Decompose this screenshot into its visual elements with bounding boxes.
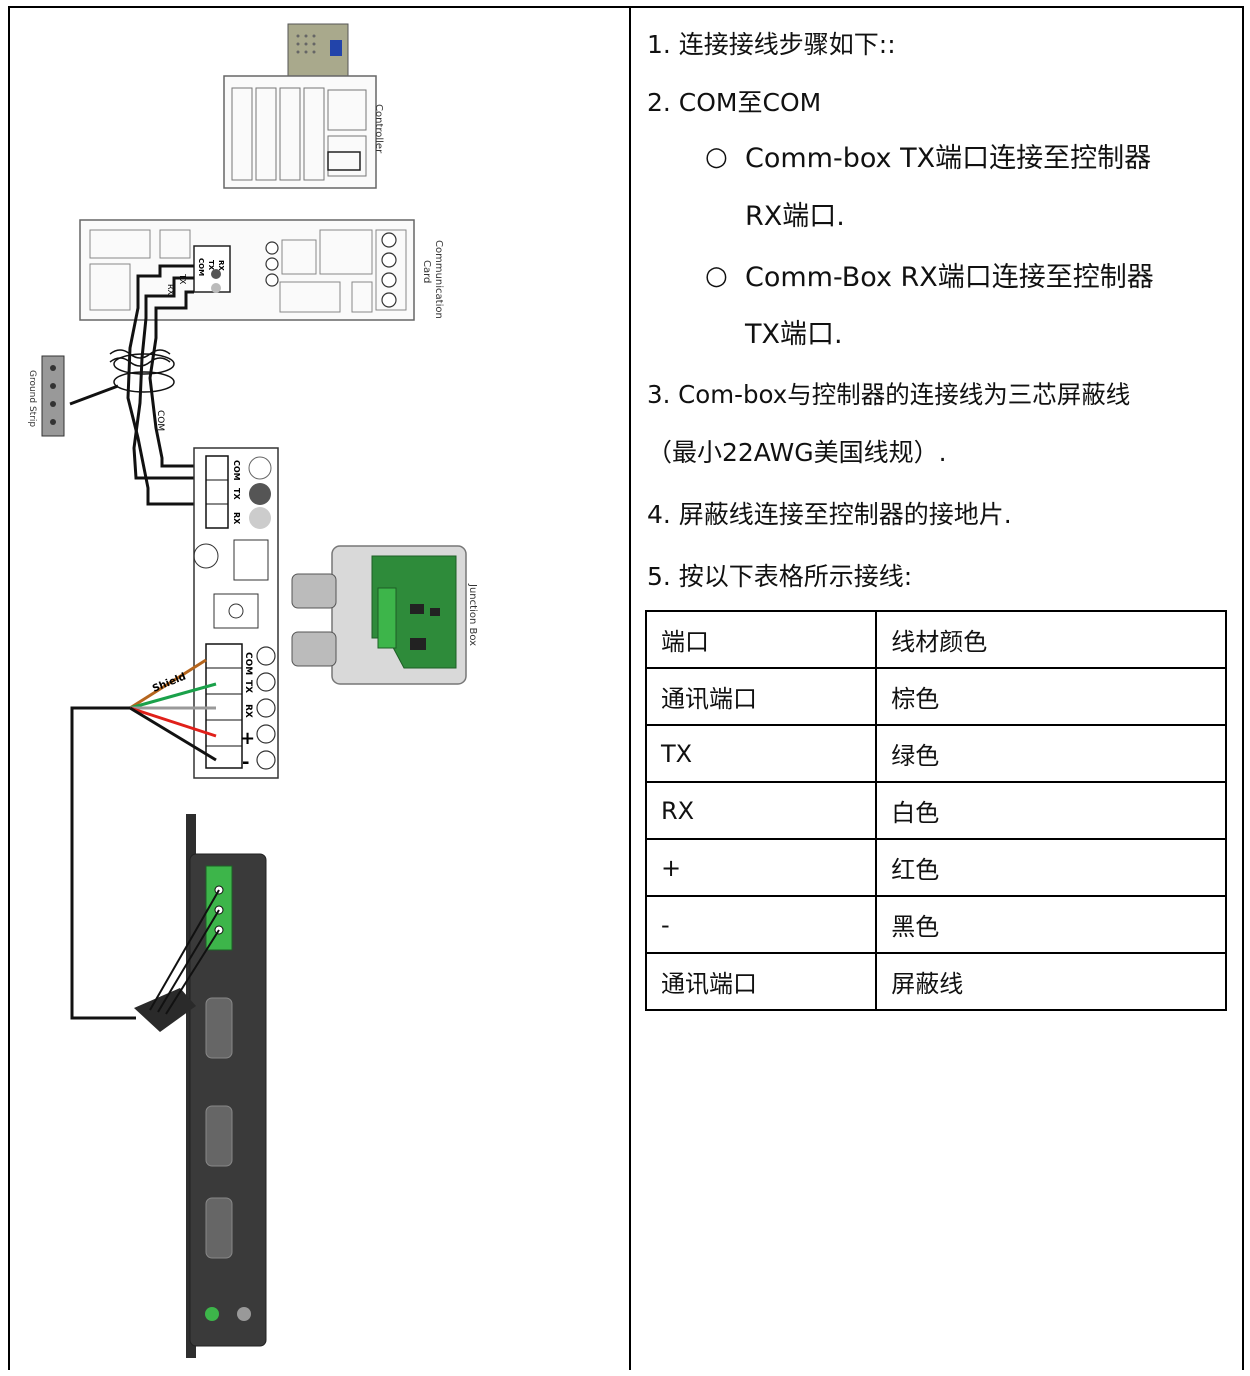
card-terminal-tx: TX <box>207 260 215 271</box>
tb-terminal-rx: RX <box>243 704 253 718</box>
port-cell: 端口 <box>644 610 878 669</box>
step-2b-line-1: Comm-Box RX端口连接至控制器 <box>745 262 1154 293</box>
card-rx-wire-label: RX <box>166 284 175 296</box>
wire-color-cell: 红色 <box>875 838 1227 897</box>
jb-terminal-tx: TX <box>232 488 241 500</box>
junction-box-label: Junction Box <box>467 583 478 646</box>
port-cell: + <box>644 838 878 897</box>
bullet-icon: ○ <box>705 261 728 291</box>
comm-card-label-1: Communication <box>433 240 444 319</box>
junction-box: Junction Box <box>291 545 478 685</box>
wire-color-cell: 棕色 <box>875 667 1227 726</box>
tb-terminal-minus: - <box>242 752 249 773</box>
controller-device: Controller <box>223 23 384 189</box>
column-divider <box>629 6 631 1370</box>
instructions-panel: 1. 连接接线步骤如下:: 2. COM至COM ○ Comm-box TX端口… <box>631 6 1242 1370</box>
tb-terminal-plus: + <box>240 728 255 749</box>
step-3-line-2: （最小22AWG美国线规）. <box>647 438 947 467</box>
step-3-line-1: 3. Com-box与控制器的连接线为三芯屏蔽线 <box>647 380 1131 409</box>
controller-terminal-block: COM TX RX COM TX RX + - <box>193 447 279 779</box>
bullet-icon: ○ <box>705 142 728 172</box>
jb-terminal-com: COM <box>232 460 241 481</box>
step-5: 5. 按以下表格所示接线: <box>647 562 913 591</box>
card-terminal-rx: RX <box>217 260 225 271</box>
wire-color-cell: 线材颜色 <box>875 610 1227 669</box>
comm-box-enclosure <box>186 814 267 1358</box>
step-2a-line-2: RX端口. <box>745 201 845 232</box>
comm-card-label-2: Card <box>421 260 432 283</box>
wiring-diagram: Controller COM TX RX <box>10 8 629 1370</box>
tb-terminal-tx: TX <box>243 680 253 693</box>
shield-label: Shield <box>151 671 188 694</box>
wire-color-cell: 白色 <box>875 781 1227 840</box>
document-page: Controller COM TX RX <box>8 6 1244 1376</box>
step-2: 2. COM至COM <box>647 88 822 117</box>
port-cell: 通讯端口 <box>644 667 878 726</box>
port-cell: 通讯端口 <box>644 952 878 1011</box>
jb-terminal-rx: RX <box>232 512 241 525</box>
layout-table <box>8 6 1244 1370</box>
wire-color-cell: 屏蔽线 <box>875 952 1227 1011</box>
port-cell: RX <box>644 781 878 840</box>
shielded-cable <box>126 264 210 506</box>
ground-strip-label: Ground Strip <box>27 370 37 427</box>
wire-color-cell: 黑色 <box>875 895 1227 954</box>
ground-strip: Ground Strip <box>27 355 65 437</box>
communication-card: COM TX RX Communication Card TX RX <box>79 219 444 321</box>
com-wire-label: COM <box>155 410 165 431</box>
wire-color-cell: 绿色 <box>875 724 1227 783</box>
table-row: +红色 <box>644 838 1227 897</box>
controller-label: Controller <box>373 104 384 154</box>
table-header-row: 端口线材颜色 <box>644 610 1227 669</box>
table-row: 通讯端口屏蔽线 <box>644 952 1227 1011</box>
step-1: 1. 连接接线步骤如下:: <box>647 30 896 59</box>
step-4: 4. 屏蔽线连接至控制器的接地片. <box>647 500 1012 529</box>
port-cell: TX <box>644 724 878 783</box>
colored-wires <box>70 658 217 1020</box>
step-2b-line-2: TX端口. <box>745 319 843 350</box>
step-2a-line-1: Comm-box TX端口连接至控制器 <box>745 143 1152 174</box>
card-terminal-com: COM <box>197 258 205 276</box>
port-cell: - <box>644 895 878 954</box>
db9-connector <box>134 988 196 1032</box>
table-row: 通讯端口棕色 <box>644 667 1227 726</box>
table-row: -黑色 <box>644 895 1227 954</box>
tb-terminal-com: COM <box>243 652 253 675</box>
